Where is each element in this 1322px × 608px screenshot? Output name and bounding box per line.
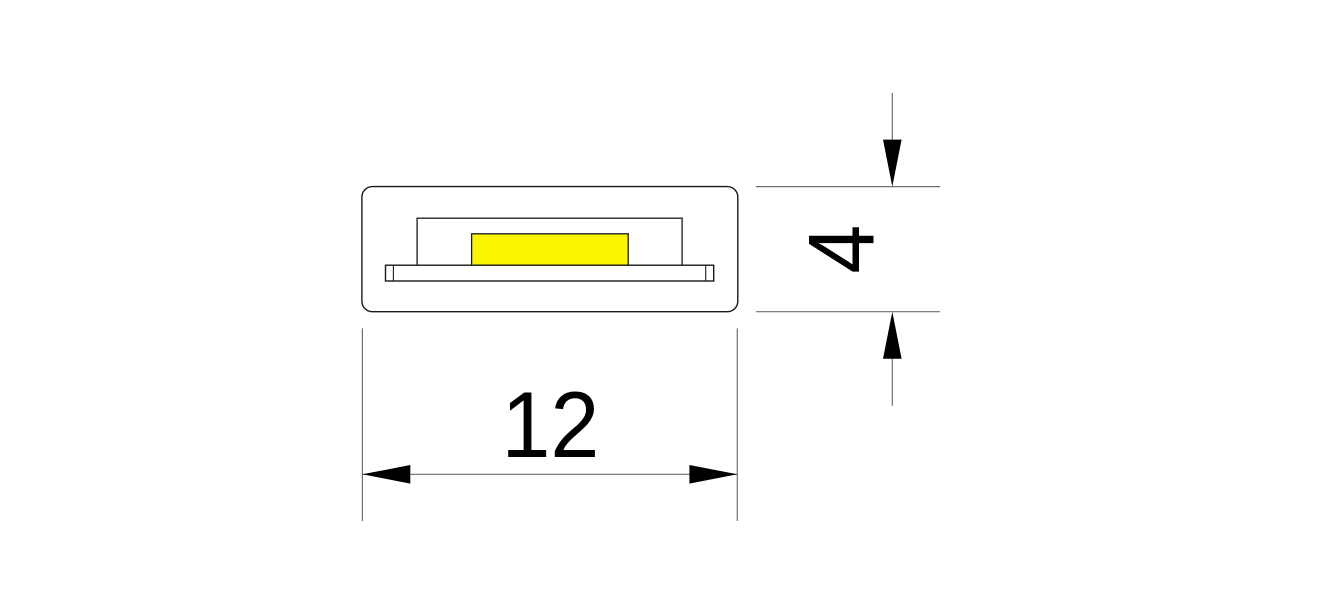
width-dimension-value: 12 xyxy=(501,373,599,477)
height-dimension-value: 4 xyxy=(790,225,894,274)
pcb-strip xyxy=(384,264,715,282)
width-arrow-left-icon xyxy=(362,465,411,484)
led-emitter xyxy=(470,233,629,266)
width-arrow-right-icon xyxy=(689,465,738,484)
height-arrow-down-icon xyxy=(883,139,902,187)
width-dimension: 12 xyxy=(361,328,738,521)
height-dimension: 4 xyxy=(756,93,940,406)
height-arrow-up-icon xyxy=(883,311,902,359)
